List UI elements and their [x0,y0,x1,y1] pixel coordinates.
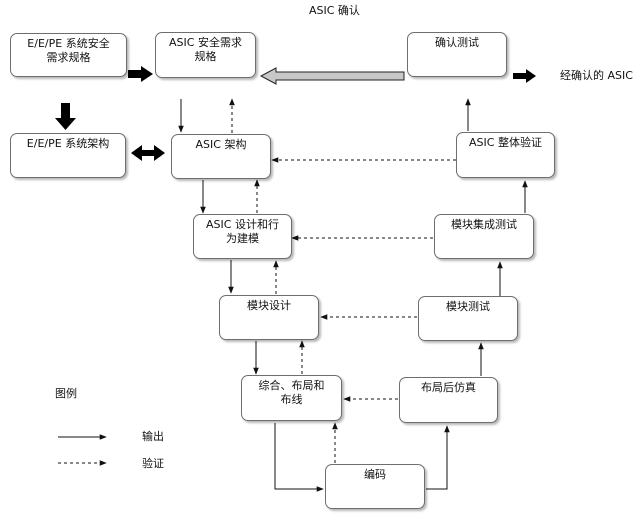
bold-arrow-eepe-to-asic-req [128,66,153,82]
asic-architecture-label: ASIC 架构 [195,138,247,151]
asic-design-modeling-label: ASIC 设计和行 为建模 [206,218,279,245]
bold-double-arrow-eepe-arch-asic-arch [131,145,165,161]
coding-label: 编码 [364,468,386,481]
eepe-safety-requirements-node: E/E/PE 系统安全 需求规格 [10,33,127,77]
bold-arrow-to-validated-asic [513,69,536,83]
bold-arrow-eepe-req-to-arch [55,103,76,130]
eepe-system-architecture-label: E/E/PE 系统架构 [26,137,110,150]
module-test-node: 模块测试 [418,296,518,341]
gray-arrow-validation-to-asic-req [259,67,405,85]
asic-overall-verification-label: ASIC 整体验证 [469,136,542,149]
legend-output-label: 输出 [142,430,164,443]
output-arrow-synth-to-coding [274,423,324,492]
module-integration-test-label: 模块集成测试 [451,218,517,231]
module-design-node: 模块设计 [219,295,319,340]
module-test-label: 模块测试 [446,300,490,313]
eepe-safety-requirements-label: E/E/PE 系统安全 需求规格 [27,37,110,64]
synthesis-routing-label: 综合、布局和 布线 [258,379,325,406]
diagram-title: ASIC 确认 [309,4,360,17]
asic-safety-requirements-node: ASIC 安全需求 规格 [155,32,256,78]
validated-asic-label: 经确认的 ASIC [560,69,633,82]
module-integration-test-node: 模块集成测试 [434,214,534,259]
coding-node: 编码 [325,464,425,509]
synthesis-routing-node: 综合、布局和 布线 [241,375,342,421]
asic-design-modeling-node: ASIC 设计和行 为建模 [193,214,292,259]
validation-test-label: 确认测试 [435,36,479,49]
legend-verify-label: 验证 [142,457,164,470]
asic-architecture-node: ASIC 架构 [171,134,271,179]
legend-title: 图例 [55,387,77,400]
asic-overall-verification-node: ASIC 整体验证 [456,132,555,178]
post-layout-simulation-label: 布局后仿真 [421,381,476,394]
module-design-label: 模块设计 [247,299,291,312]
output-arrow-coding-to-postlayout [426,425,450,490]
validation-test-node: 确认测试 [407,32,507,77]
asic-safety-requirements-label: ASIC 安全需求 规格 [169,36,242,63]
eepe-system-architecture-node: E/E/PE 系统架构 [10,133,126,178]
post-layout-simulation-node: 布局后仿真 [399,377,498,423]
